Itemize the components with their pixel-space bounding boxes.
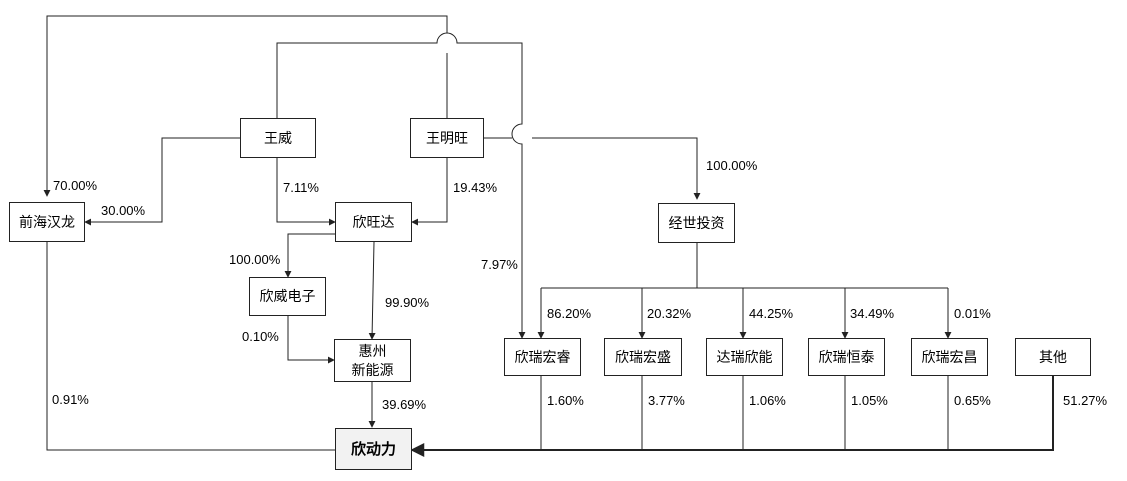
edge-xinwangda-to-xinwei [284,233,335,278]
edge-jingshi-bus [541,243,948,289]
node-label-line1: 惠州 [358,342,387,359]
label-jingshi-hongchang: 0.01% [954,306,991,321]
node-xinruihongchang[interactable]: 欣瑞宏昌 [911,338,988,376]
node-huizhou[interactable]: 惠州 新能源 [334,339,411,382]
label-hongsheng-xdl: 3.77% [648,393,685,408]
label-wmw-xinwangda: 19.43% [453,180,498,195]
label-daruixinneng-xdl: 1.06% [749,393,786,408]
node-label: 欣动力 [350,440,396,458]
edge-xinwangda-to-huizhou [368,241,376,340]
edge-wangwei-to-qianhai [84,137,240,226]
label-hongrui-xdl: 1.60% [547,393,584,408]
label-wangwei-qianhai-30: 30.00% [101,203,146,218]
node-daruixinneng[interactable]: 达瑞欣能 [706,338,783,376]
node-label: 欣瑞宏盛 [615,348,671,365]
node-jingshi[interactable]: 经世投资 [658,203,735,243]
node-wangmingwang[interactable]: 王明旺 [410,118,484,158]
node-label: 达瑞欣能 [716,348,773,365]
label-jingshi-hongrui: 86.20% [547,306,592,321]
node-xinruihongrui[interactable]: 欣瑞宏睿 [504,338,581,376]
label-qianhai-xdl: 0.91% [52,392,89,407]
label-xwd-xinwei: 100.00% [229,252,281,267]
node-label: 欣瑞恒泰 [818,348,875,365]
label-jingshi-hengtai: 34.49% [850,306,895,321]
node-qianhai[interactable]: 前海汉龙 [9,202,85,242]
label-huizhou-xdl: 39.69% [382,397,427,412]
edge-bottom-bus [410,376,1054,457]
label-wangwei-xinwangda: 7.11% [283,180,319,195]
label-xwd-huizhou: 99.90% [385,295,430,310]
label-hongchang-xdl: 0.65% [954,393,991,408]
node-label: 经世投资 [668,214,725,231]
label-hengtai-xdl: 1.05% [851,393,888,408]
edge-xinwei-to-huizhou [287,316,335,364]
edge-wmw-to-xinwangda [411,158,448,226]
edge-wmw-to-jingshi [484,137,697,199]
label-jingshi-daruixinneng: 44.25% [749,306,794,321]
node-label: 其他 [1039,348,1067,365]
node-xinruihengtai[interactable]: 欣瑞恒泰 [808,338,885,376]
node-xinweidianzi[interactable]: 欣威电子 [249,277,326,316]
label-jingshi-hongsheng: 20.32% [647,306,692,321]
label-qita-xdl: 51.27% [1063,393,1108,408]
node-xinwangda[interactable]: 欣旺达 [335,202,412,242]
node-qita[interactable]: 其他 [1015,338,1091,376]
label-wmw-jingshi: 100.00% [706,158,758,173]
edge-wmw-to-qianhai [47,15,448,196]
edge-wangwei-to-xinwangda [276,158,336,226]
node-label-line2: 新能源 [351,361,394,378]
label-wmw-hongrui: 7.97% [481,257,518,272]
label-qianhai-70: 70.00% [53,178,98,193]
node-xindongli[interactable]: 欣动力 [335,428,412,470]
node-wangwei[interactable]: 王威 [240,118,316,158]
node-label: 欣瑞宏睿 [514,348,571,365]
node-label: 王威 [264,129,292,146]
node-label: 王明旺 [426,129,468,146]
node-label: 欣瑞宏昌 [921,348,978,365]
edge-qianhai-to-xdl [46,241,335,451]
node-xinruihongsheng[interactable]: 欣瑞宏盛 [604,338,682,376]
node-label: 欣旺达 [352,213,395,230]
node-label: 欣威电子 [259,288,316,304]
node-label: 前海汉龙 [19,213,75,230]
label-xinwei-huizhou: 0.10% [242,329,279,344]
edge-wangwei-to-hongrui [276,32,526,339]
